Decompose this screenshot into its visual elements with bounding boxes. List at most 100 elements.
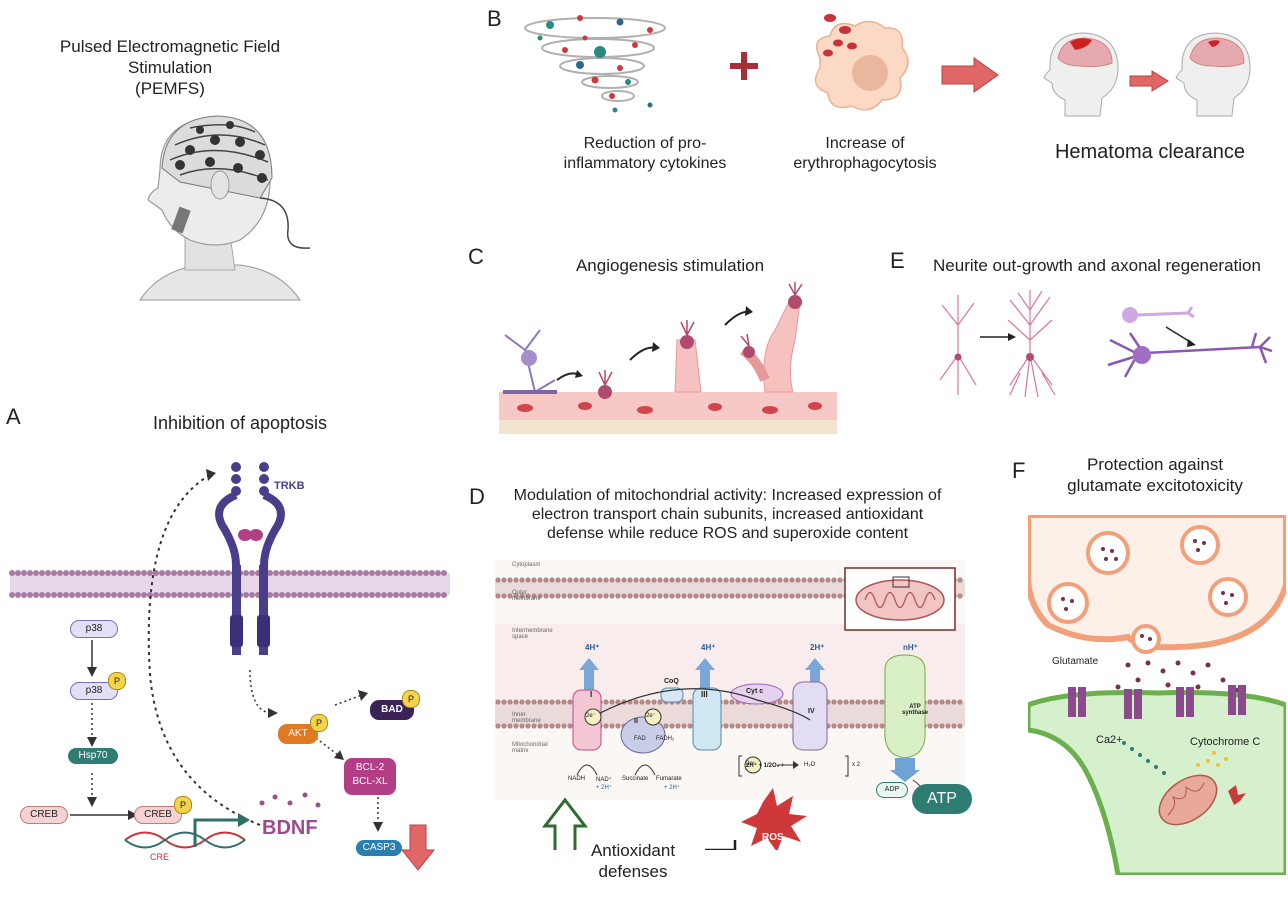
- neurite-outgrowth-illustration: [939, 290, 1273, 398]
- oxygen-reduction-eq-mult: x 2: [852, 762, 861, 768]
- complex-iii-label: III: [701, 690, 708, 699]
- pemfs-title-line1: Pulsed Electromagnetic Field Stimulation: [59, 37, 281, 77]
- angiogenesis-illustration: [499, 282, 837, 434]
- cytokine-tornado-illustration: [524, 15, 666, 113]
- macrophage-erythrophagocytosis-illustration: [814, 14, 909, 111]
- trkb-label: TRKB: [274, 480, 305, 492]
- panel-d-letter: D: [469, 484, 485, 509]
- calcium-label: Ca2+: [1096, 734, 1123, 746]
- erythrophagocytosis-caption-line2: erythrophagocytosis: [793, 155, 937, 172]
- panel-e-title: Neurite out-growth and axonal regenerati…: [933, 256, 1261, 275]
- head-with-eeg-cap-illustration: [139, 115, 310, 301]
- phospho-badge-akt: P: [310, 714, 328, 732]
- cytc-label: Cyt c: [746, 688, 764, 695]
- atp-synthase-label-2: synthase: [901, 710, 928, 716]
- fumarate-label: Fumarate: [656, 776, 682, 782]
- big-right-arrow: [941, 57, 999, 93]
- synapse-illustration: [1028, 515, 1286, 875]
- panel-a-letter: A: [6, 404, 21, 429]
- nadh-label: NADH: [568, 776, 586, 782]
- panel-d-title-line1: Modulation of mitochondrial activity: In…: [513, 487, 942, 504]
- antioxidant-defenses-label: Antioxidant defenses: [578, 840, 688, 882]
- proton-label-2: 4H⁺: [701, 643, 716, 652]
- intermembrane-label: Intermembrane space: [512, 628, 553, 640]
- glutamate-label: Glutamate: [1052, 656, 1099, 667]
- creb-bound-pill: CREB: [134, 806, 182, 824]
- p38-pill: p38: [70, 620, 118, 638]
- panel-c-letter: C: [468, 244, 484, 269]
- fumarate-proton-label: + 2H⁺: [664, 785, 681, 791]
- panel-e-letter: E: [890, 248, 905, 273]
- fadh2-label: FADH₂: [656, 736, 675, 742]
- erythrophagocytosis-caption: Increase of erythrophagocytosis: [770, 134, 960, 174]
- superoxide-label: ·O₂: [764, 878, 777, 887]
- bcl2-bclxl-pill: BCL-2 BCL-XL: [344, 758, 396, 795]
- oxygen-reduction-eq-right: H₂O: [804, 762, 816, 768]
- matrix-label: Mitochondrial matrix: [512, 742, 548, 754]
- small-right-arrow: [1129, 70, 1169, 92]
- cytokine-caption-line1: Reduction of pro-: [583, 135, 707, 152]
- apoptosis-pathway-diagram: [9, 462, 450, 871]
- pemfs-title-line2: (PEMFS): [135, 79, 205, 98]
- oxygen-reduction-eq-left: 2H⁺ + 1/2O₂ +: [746, 763, 785, 769]
- antioxidant-label-1: Antioxidant: [590, 841, 676, 860]
- cell-membrane: [9, 570, 450, 598]
- panel-d-title-line2: electron transport chain subunits, incre…: [531, 506, 924, 523]
- bclxl-label: BCL-XL: [352, 776, 388, 787]
- complex-ii-label: II: [634, 718, 638, 725]
- pemfs-title: Pulsed Electromagnetic Field Stimulation…: [20, 36, 320, 99]
- panel-f-letter: F: [1012, 458, 1026, 483]
- atp-synthase-label: ATP synthase: [897, 704, 933, 716]
- atp-synthase-label-1: ATP: [909, 704, 921, 710]
- panel-a-title: Inhibition of apoptosis: [152, 413, 328, 433]
- phospho-badge-p38: P: [108, 672, 126, 690]
- atp-pill: ATP: [912, 784, 972, 814]
- panel-d-title-line3: defense while reduce ROS and superoxide …: [546, 525, 909, 542]
- proton-label-3: 2H⁺: [810, 643, 825, 652]
- electron-transport-chain-diagram: [495, 560, 965, 850]
- electron-label-3: 2e⁻: [746, 761, 756, 767]
- nad-proton-label: + 2H⁺: [596, 785, 613, 791]
- succinate-label: Succinate: [622, 776, 649, 782]
- complex-i-label: I: [590, 690, 593, 699]
- head-with-hematoma-after: [1175, 32, 1251, 117]
- cytoplasm-label: Cytoplasm: [512, 562, 541, 568]
- fad-label: FAD: [634, 736, 646, 742]
- hematoma-caption: Hematoma clearance: [1054, 141, 1246, 163]
- bcl2-label: BCL-2: [355, 762, 385, 773]
- panel-f-title: Protection against glutamate excitotoxic…: [1040, 454, 1270, 496]
- adp-pill: ADP: [876, 782, 908, 798]
- coq-label: CoQ: [664, 678, 679, 685]
- antioxidant-label-2: defenses: [598, 862, 668, 881]
- cytochrome-c-label: Cytochrome C: [1190, 736, 1261, 748]
- complex-iv-label: IV: [808, 708, 815, 715]
- outer-membrane-label: Outer membrane: [512, 590, 541, 602]
- panel-f-title-line2: glutamate excitotoxicity: [1067, 476, 1243, 495]
- cre-label: CRE: [150, 852, 170, 862]
- phospho-badge-creb: P: [174, 796, 192, 814]
- phospho-badge-bad: P: [402, 690, 420, 708]
- plus-sign: [730, 52, 758, 80]
- panel-b-letter: B: [487, 6, 502, 31]
- erythrophagocytosis-caption-line1: Increase of: [825, 135, 905, 152]
- casp3-pill: CASP3: [356, 840, 402, 856]
- inner-membrane-label: Inner membrane: [512, 712, 541, 724]
- cytokine-caption: Reduction of pro- inflammatory cytokines: [540, 134, 750, 174]
- ros-label: ROS: [762, 832, 784, 843]
- creb-pill: CREB: [20, 806, 68, 824]
- hsp70-pill: Hsp70: [68, 748, 118, 764]
- proton-label-1: 4H⁺: [585, 643, 600, 652]
- electron-label-1: 2e⁻: [586, 713, 596, 719]
- proton-label-4: nH⁺: [903, 643, 918, 652]
- electron-label-2: 2e⁻: [646, 713, 656, 719]
- bdnf-label: BDNF: [262, 817, 318, 839]
- head-with-hematoma-before: [1043, 32, 1119, 117]
- akt-pill: AKT: [278, 724, 318, 744]
- trkb-receptor: [215, 462, 285, 655]
- nad-label: NAD⁺: [596, 777, 612, 783]
- panel-f-title-line1: Protection against: [1086, 455, 1224, 474]
- panel-d-title: Modulation of mitochondrial activity: In…: [490, 486, 965, 543]
- p38-phospho-pill: p38: [70, 682, 118, 700]
- cytokine-caption-line2: inflammatory cytokines: [563, 155, 727, 172]
- panel-c-title: Angiogenesis stimulation: [575, 256, 765, 275]
